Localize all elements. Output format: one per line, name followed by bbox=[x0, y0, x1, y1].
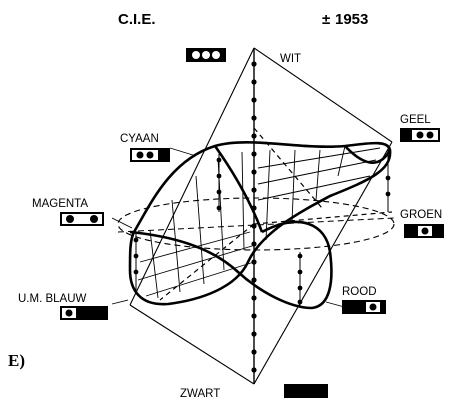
swatch-magenta-icon bbox=[60, 212, 104, 226]
label-rood: ROOD bbox=[342, 286, 377, 298]
swatch-cyaan-icon bbox=[130, 148, 170, 162]
band-hatching bbox=[137, 145, 381, 299]
swatch-um-blauw-icon bbox=[60, 306, 108, 320]
grey-axis-dots bbox=[251, 61, 257, 373]
label-groen: GROEN bbox=[400, 209, 442, 221]
grey-axis bbox=[251, 48, 257, 384]
label-zwart: ZWART bbox=[180, 388, 220, 400]
swatch-geel-icon bbox=[400, 128, 440, 142]
swatch-zwart-icon bbox=[284, 384, 328, 398]
dashed-equator-axis bbox=[117, 217, 395, 233]
swatch-groen-icon bbox=[404, 224, 444, 238]
label-magenta: MAGENTA bbox=[32, 198, 88, 210]
label-um-blauw: U.M. BLAUW bbox=[18, 293, 87, 305]
header-cie: C.I.E. bbox=[118, 11, 156, 28]
swatch-rood-icon bbox=[342, 300, 386, 314]
label-geel: GEEL bbox=[400, 114, 431, 126]
double-cone-outline bbox=[129, 47, 393, 385]
label-wit: WIT bbox=[280, 53, 301, 65]
dashed-construction-lines bbox=[159, 127, 393, 301]
header-year: 1953 bbox=[335, 11, 368, 28]
header-approx-mark: ± bbox=[322, 11, 330, 28]
dotted-drops bbox=[133, 150, 391, 306]
twisted-color-band bbox=[128, 141, 392, 310]
label-cyaan: CYAAN bbox=[120, 133, 159, 145]
swatch-wit-icon bbox=[186, 48, 226, 62]
panel-label: E) bbox=[8, 351, 25, 370]
